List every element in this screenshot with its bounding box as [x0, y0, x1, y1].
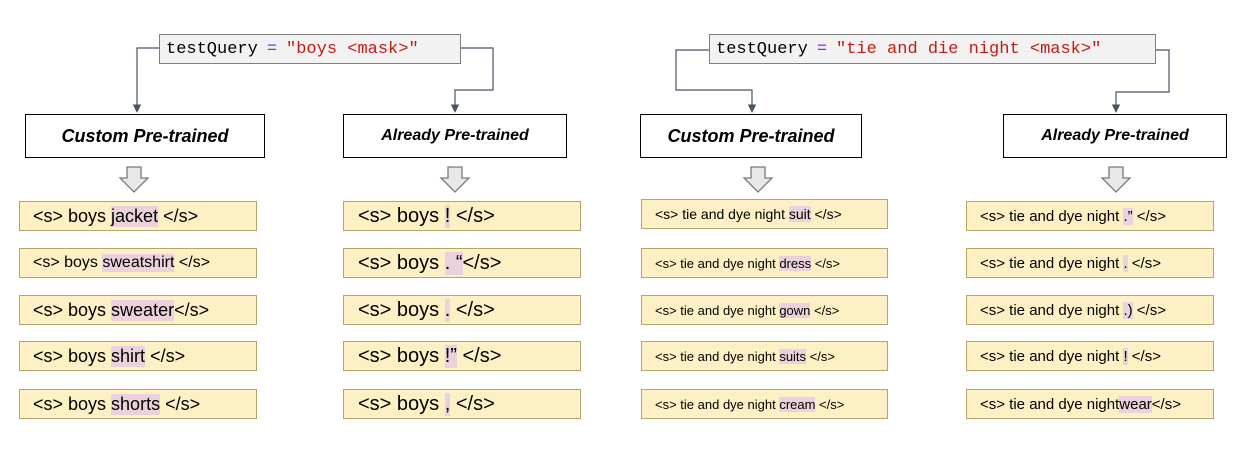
down-arrow-icon: [118, 166, 150, 193]
result-row: <s> boys ! </s>: [343, 201, 581, 231]
query-operator: =: [266, 39, 278, 59]
query-box-boys: testQuery = "boys <mask>": [159, 34, 461, 64]
predicted-token: !: [444, 204, 451, 228]
predicted-token: .”: [1123, 207, 1133, 225]
down-arrow-icon: [742, 166, 774, 193]
down-arrow-icon: [439, 166, 471, 193]
result-row: <s> tie and dye night .) </s>: [966, 295, 1214, 325]
predicted-token: .: [444, 298, 451, 322]
query-box-tie-and-die: testQuery = "tie and die night <mask>": [709, 34, 1156, 64]
result-row: <s> boys . “</s>: [343, 248, 581, 278]
result-row: <s> boys . </s>: [343, 295, 581, 325]
query-variable: testQuery: [166, 39, 258, 59]
result-row: <s> tie and dye night dress </s>: [641, 248, 888, 278]
predicted-token: ,: [444, 392, 451, 416]
predicted-token: !”: [444, 344, 457, 368]
predicted-token: .: [1123, 254, 1128, 272]
result-row: <s> boys , </s>: [343, 389, 581, 419]
down-arrow-icon: [1100, 166, 1132, 193]
predicted-token: shirt: [111, 345, 146, 367]
result-row: <s> tie and dye night cream </s>: [641, 389, 888, 419]
result-row: <s> boys shirt </s>: [19, 341, 257, 371]
model-box-already-tie: Already Pre-trained: [1003, 114, 1227, 158]
predicted-token: suit: [788, 206, 811, 222]
edge-query-2-to-already: [1111, 49, 1170, 113]
result-row: <s> boys jacket </s>: [19, 201, 257, 231]
predicted-token: suits: [779, 348, 807, 364]
result-row: <s> boys sweatshirt </s>: [19, 248, 257, 278]
edge-query-1-to-custom: [132, 47, 159, 113]
predicted-token: !: [1123, 347, 1128, 365]
result-row: <s> tie and dye night suits </s>: [641, 341, 888, 371]
model-box-already-boys: Already Pre-trained: [343, 114, 567, 158]
result-row: <s> tie and dye night . </s>: [966, 248, 1214, 278]
result-row: <s> boys !” </s>: [343, 341, 581, 371]
result-row: <s> tie and dye night suit </s>: [641, 199, 888, 229]
predicted-token: jacket: [111, 205, 159, 227]
model-box-custom-tie: Custom Pre-trained: [640, 114, 862, 158]
edge-query-1-to-already: [450, 47, 494, 113]
result-row: <s> boys sweater</s>: [19, 295, 257, 325]
query-string: "boys <mask>": [286, 39, 419, 59]
predicted-token: sweatshirt: [102, 254, 175, 272]
predicted-token: sweater: [111, 299, 175, 321]
result-row: <s> tie and dye night ! </s>: [966, 341, 1214, 371]
query-string: "tie and die night <mask>": [836, 39, 1102, 59]
predicted-token: gown: [779, 302, 811, 318]
predicted-token: . “: [444, 251, 463, 275]
predicted-token: dress: [779, 255, 812, 271]
predicted-token: shorts: [111, 393, 161, 415]
result-row: <s> tie and dye night gown </s>: [641, 295, 888, 325]
query-variable: testQuery: [716, 39, 808, 59]
predicted-token: wear: [1119, 395, 1152, 413]
predicted-token: .): [1123, 301, 1133, 319]
query-operator: =: [816, 39, 828, 59]
predicted-token: cream: [779, 396, 816, 412]
edge-query-2-to-custom: [675, 49, 757, 113]
model-box-custom-boys: Custom Pre-trained: [25, 114, 265, 158]
result-row: <s> tie and dye night .” </s>: [966, 201, 1214, 231]
result-row: <s> boys shorts </s>: [19, 389, 257, 419]
